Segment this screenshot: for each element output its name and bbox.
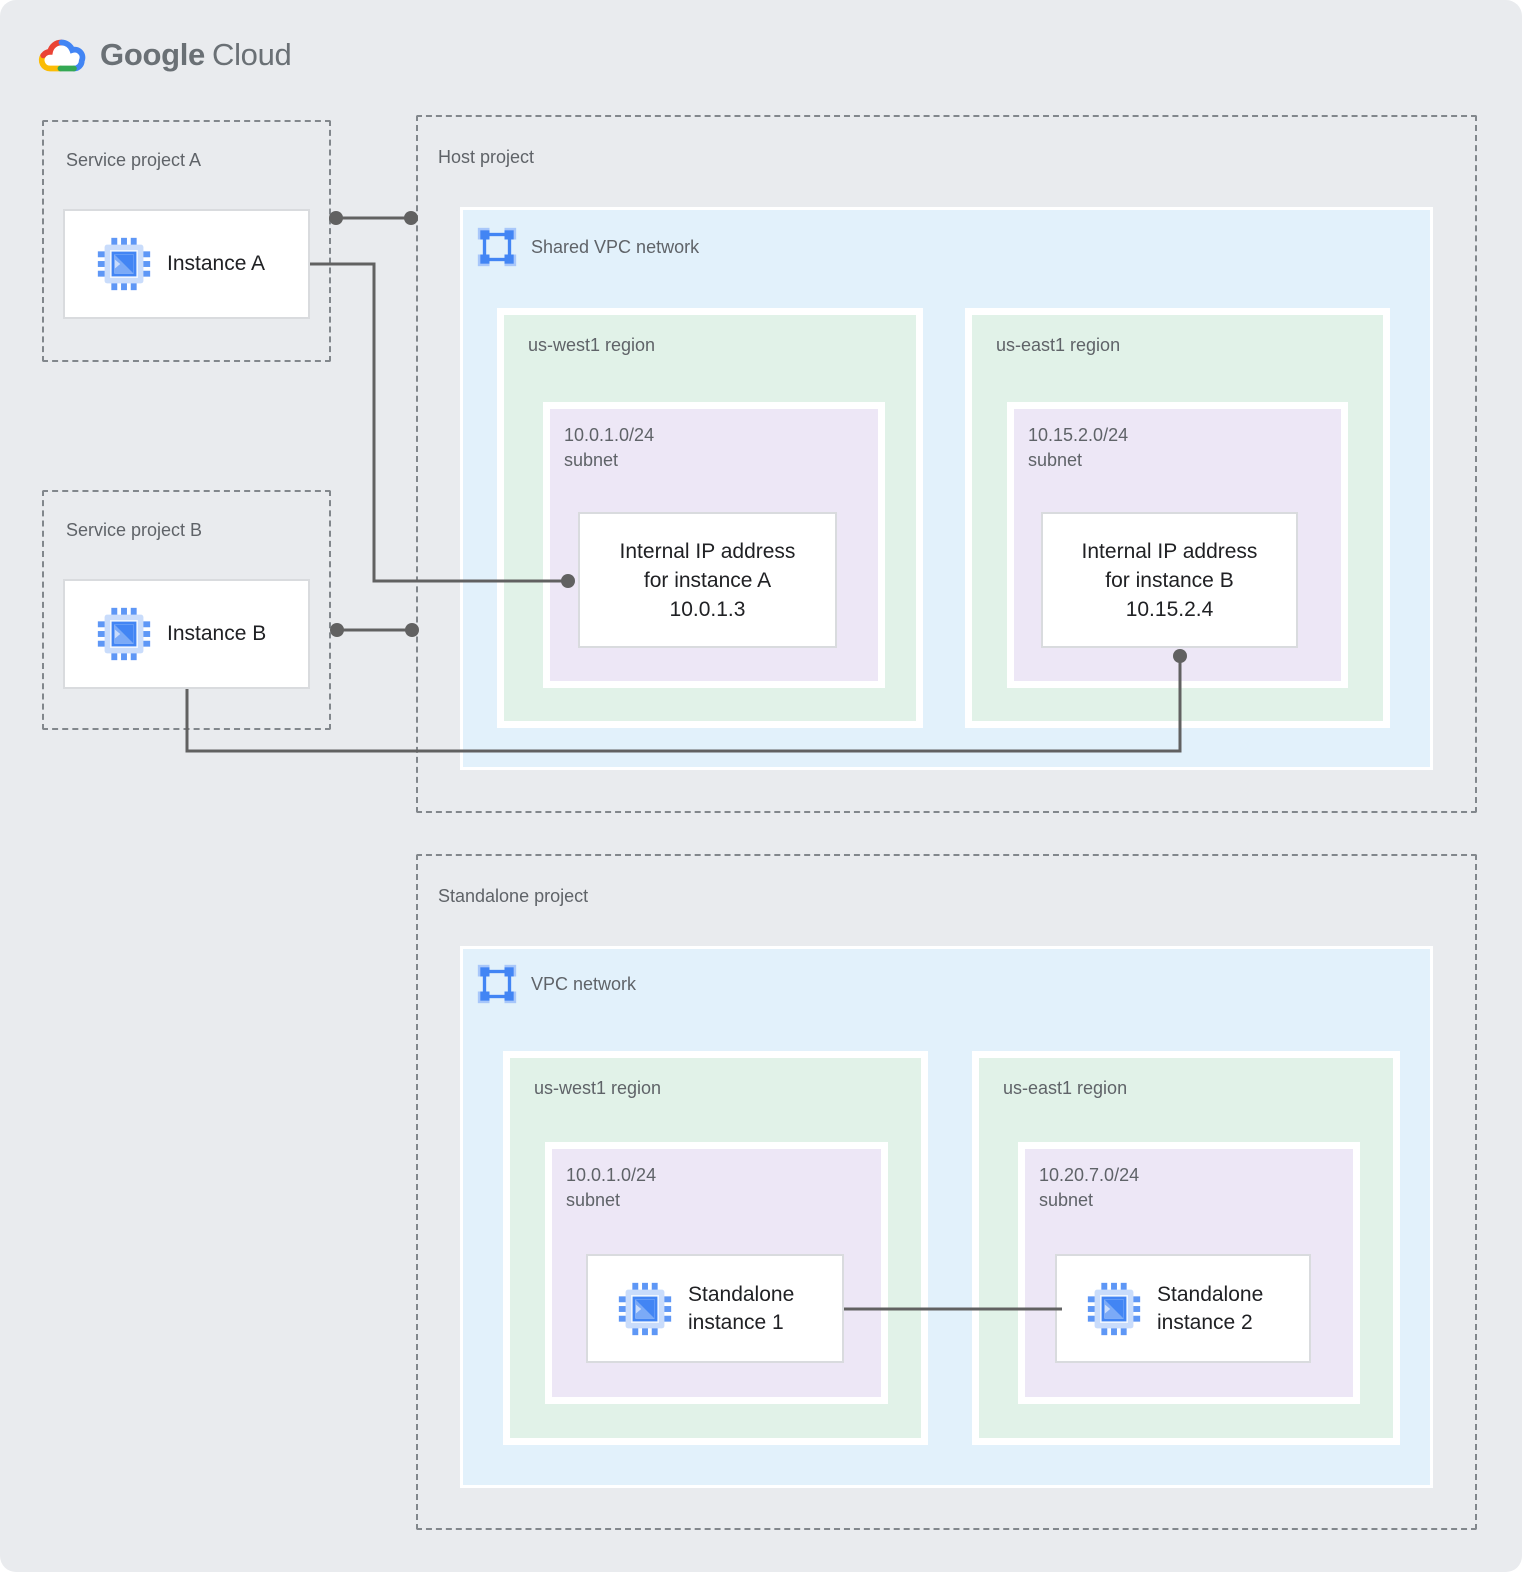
- host-us-east1-subnet-box: 10.15.2.0/24 subnet Internal IP address …: [1007, 402, 1348, 688]
- instance-b-card: Instance B: [63, 579, 310, 689]
- subnet-word: subnet: [1039, 1190, 1094, 1210]
- ip-card-line: Internal IP address: [619, 539, 796, 563]
- standalone-project-box: Standalone project: [416, 854, 1477, 1530]
- host-project-label: Host project: [438, 147, 535, 167]
- standalone-us-west1-subnet-label: 10.0.1.0/24 subnet: [566, 1163, 656, 1213]
- subnet-cidr: 10.0.1.0/24: [564, 425, 655, 445]
- ip-card-line: for instance B: [1105, 568, 1234, 592]
- compute-engine-icon: [618, 1282, 672, 1336]
- standalone-project-label: Standalone project: [438, 886, 589, 906]
- vpc-network-icon: [477, 964, 517, 1004]
- service-project-a-label: Service project A: [66, 150, 202, 170]
- standalone-us-east1-subnet-label: 10.20.7.0/24 subnet: [1039, 1163, 1139, 1213]
- standalone-us-east1-subnet-box: 10.20.7.0/24 subnet Standalone instance …: [1018, 1142, 1360, 1404]
- standalone-us-west1-region-label: us-west1 region: [534, 1078, 662, 1098]
- subnet-cidr: 10.0.1.0/24: [566, 1165, 657, 1185]
- host-us-west1-subnet-box: 10.0.1.0/24 subnet Internal IP address f…: [543, 402, 885, 688]
- host-us-east1-region-label: us-east1 region: [996, 335, 1121, 355]
- standalone-instance-1-label: Standalone instance 1: [688, 1282, 795, 1334]
- subnet-word: subnet: [566, 1190, 621, 1210]
- internal-ip-instance-b-card: Internal IP address for instance B 10.15…: [1041, 512, 1298, 648]
- service-project-b-label: Service project B: [66, 520, 203, 540]
- subnet-cidr: 10.15.2.0/24: [1028, 425, 1129, 445]
- host-us-west1-region-box: us-west1 region 10.0.1.0/24 subnet Inter…: [497, 308, 923, 728]
- compute-engine-icon: [97, 237, 151, 291]
- google-cloud-icon: [36, 34, 88, 76]
- vpc-network-label: VPC network: [531, 973, 637, 994]
- ip-card-line: 10.15.2.4: [1125, 597, 1214, 621]
- host-us-east1-subnet-label: 10.15.2.0/24 subnet: [1028, 423, 1128, 473]
- standalone-us-west1-subnet-box: 10.0.1.0/24 subnet Standalone instance 1: [545, 1142, 888, 1404]
- internal-ip-instance-a-card: Internal IP address for instance A 10.0.…: [578, 512, 837, 648]
- shared-vpc-network-header: Shared VPC network: [477, 227, 699, 267]
- host-us-west1-subnet-label: 10.0.1.0/24 subnet: [564, 423, 654, 473]
- instance-b-label: Instance B: [167, 622, 267, 645]
- instance-a-label: Instance A: [167, 252, 266, 275]
- compute-engine-icon: [97, 607, 151, 661]
- ip-card-line: for instance A: [643, 568, 772, 592]
- vpc-network-icon: [477, 227, 517, 267]
- vpc-network-header: VPC network: [477, 964, 636, 1004]
- host-us-east1-region-box: us-east1 region 10.15.2.0/24 subnet Inte…: [965, 308, 1390, 728]
- subnet-word: subnet: [1028, 450, 1083, 470]
- service-project-b-box: Service project B Instance B: [42, 490, 331, 730]
- service-project-a-box: Service project A Instance A: [42, 120, 331, 362]
- standalone-us-east1-region-box: us-east1 region 10.20.7.0/24 subnet Stan…: [972, 1051, 1400, 1445]
- standalone-instance-2-label: Standalone instance 2: [1157, 1282, 1264, 1334]
- compute-engine-icon: [1087, 1282, 1141, 1336]
- ip-card-line: 10.0.1.3: [669, 597, 746, 621]
- standalone-us-west1-region-box: us-west1 region 10.0.1.0/24 subnet Stand…: [503, 1051, 928, 1445]
- host-us-west1-region-label: us-west1 region: [528, 335, 656, 355]
- ip-card-line: Internal IP address: [1081, 539, 1258, 563]
- shared-vpc-network-label: Shared VPC network: [531, 236, 700, 257]
- standalone-us-east1-region-label: us-east1 region: [1003, 1078, 1128, 1098]
- subnet-cidr: 10.20.7.0/24: [1039, 1165, 1140, 1185]
- instance-a-card: Instance A: [63, 209, 310, 319]
- standalone-instance-2-card: Standalone instance 2: [1055, 1254, 1311, 1363]
- standalone-instance-1-card: Standalone instance 1: [586, 1254, 844, 1363]
- subnet-word: subnet: [564, 450, 619, 470]
